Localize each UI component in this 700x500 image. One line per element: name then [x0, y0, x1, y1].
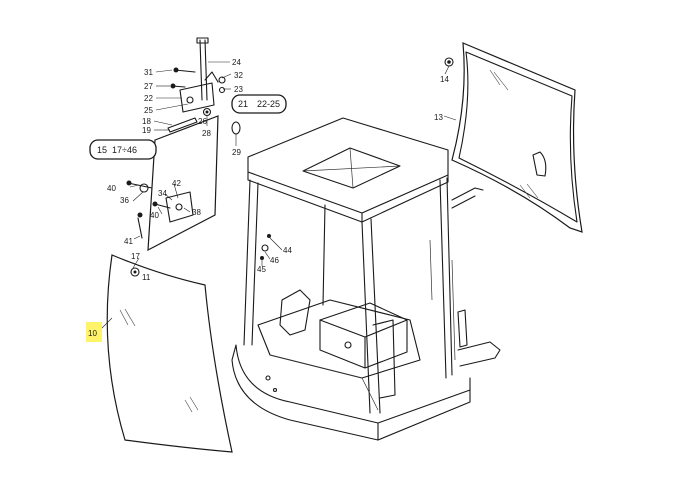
callout-38: 38 — [192, 208, 201, 217]
upper-door-panel — [147, 115, 219, 252]
door-window-10 — [106, 254, 233, 453]
callout-11: 11 — [142, 273, 151, 282]
callout-36: 36 — [120, 196, 129, 205]
group-box-21-label: 21 — [238, 99, 248, 109]
callout-41: 41 — [124, 237, 133, 246]
callout-10: 10 — [88, 329, 97, 338]
callout-44: 44 — [283, 246, 292, 255]
callout-42: 42 — [172, 179, 181, 188]
group-box-15-range: 17÷46 — [112, 145, 137, 155]
leader-lines — [99, 61, 457, 331]
callout-27: 27 — [144, 82, 153, 91]
callout-40b: 40 — [150, 211, 159, 220]
callout-28: 28 — [202, 129, 211, 138]
group-box-15: 15 17÷46 — [89, 139, 157, 160]
callout-29: 29 — [232, 148, 241, 157]
callout-40a: 40 — [107, 184, 116, 193]
group-box-15-label: 15 — [97, 145, 107, 155]
hardware — [126, 37, 454, 277]
group-box-21: 21 22-25 — [231, 94, 287, 114]
callout-31: 31 — [144, 68, 153, 77]
callout-14: 14 — [440, 75, 449, 84]
callout-23: 23 — [234, 85, 243, 94]
callout-22: 22 — [144, 94, 153, 103]
callout-24: 24 — [232, 58, 241, 67]
callout-18: 18 — [142, 117, 151, 126]
callout-19: 19 — [142, 126, 151, 135]
callout-45: 45 — [257, 265, 266, 274]
callout-32: 32 — [234, 71, 243, 80]
callout-17: 17 — [131, 252, 140, 261]
highlight-marker — [86, 322, 102, 342]
callout-13: 13 — [434, 113, 443, 122]
rear-window-13 — [451, 42, 583, 233]
callout-25: 25 — [144, 106, 153, 115]
callout-26: 26 — [198, 117, 207, 126]
callouts: 24 32 23 31 27 22 25 18 19 28 29 42 34 3… — [88, 58, 449, 338]
group-box-21-range: 22-25 — [257, 99, 280, 109]
callout-46: 46 — [270, 256, 279, 265]
callout-34: 34 — [158, 189, 167, 198]
cab-frame — [231, 117, 501, 441]
